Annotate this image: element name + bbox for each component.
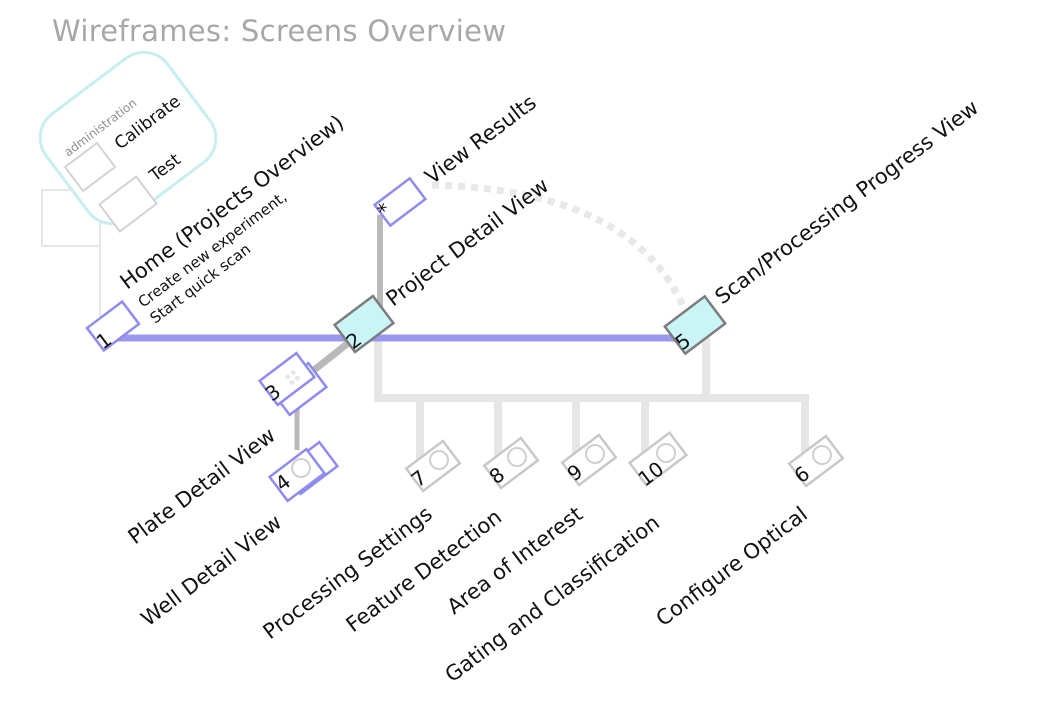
circle-icon [656, 443, 676, 463]
screen-home-box [85, 299, 141, 353]
screen-view-results-box [372, 176, 428, 228]
screen-configure-optical-label: Configure Optical [652, 502, 812, 631]
circle-icon [585, 444, 605, 464]
well-circle-icon [291, 458, 311, 478]
circle-icon [812, 445, 832, 465]
circle-icon [507, 447, 527, 467]
screen-view-results-label: View Results [421, 90, 541, 189]
results-arc-line [431, 181, 692, 320]
screen-gating[interactable]: 10 Gating and Classification [441, 431, 689, 687]
screen-scan-progress-box [663, 294, 727, 356]
screen-plate-detail[interactable]: 3 Plate Detail View [124, 351, 329, 549]
screen-project-detail-box [332, 294, 396, 354]
admin-connector-line [41, 189, 101, 320]
page-title: Wireframes: Screens Overview [52, 14, 507, 48]
plate-dots-icon [285, 370, 300, 385]
screen-scan-progress-label: Scan/Processing Progress View [711, 95, 983, 309]
settings-bracket-line [374, 338, 809, 468]
circle-icon [429, 450, 449, 470]
screen-scan-progress[interactable]: 5 Scan/Processing Progress View [663, 95, 983, 356]
connectors [41, 181, 809, 468]
screen-project-detail[interactable]: 2 Project Detail View [332, 173, 554, 354]
admin-group: administration Calibrate Test [38, 50, 218, 233]
screen-configure-optical[interactable]: 6 Configure Optical [652, 434, 845, 631]
